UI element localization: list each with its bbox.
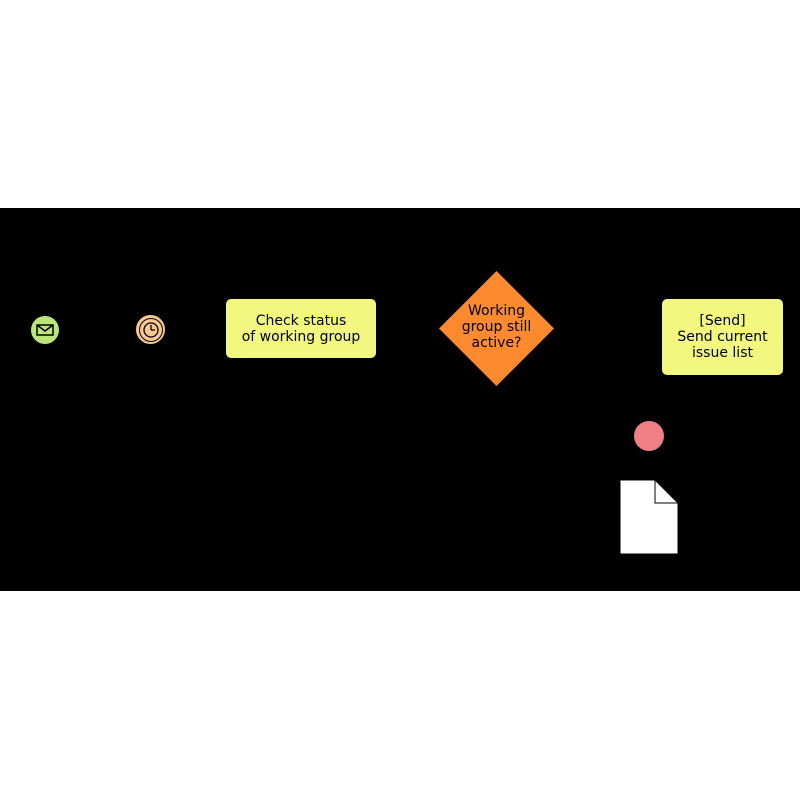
task-send-issue-list[interactable]: [Send] Send current issue list	[662, 299, 783, 375]
timer-event[interactable]	[135, 314, 166, 345]
clock-icon	[142, 321, 159, 338]
gateway-label-line-1: Working	[467, 303, 526, 319]
timer-inner-ring	[138, 317, 163, 342]
gateway-label-line-2: group still	[461, 319, 532, 335]
process-pool	[0, 208, 800, 591]
gateway-label: Working group still active?	[439, 303, 554, 351]
task-send-line-2: Send current	[677, 329, 768, 345]
gateway-label-line-3: active?	[471, 335, 522, 351]
task-check-status-line-2: of working group	[241, 328, 361, 345]
task-send-line-3: issue list	[692, 345, 753, 361]
end-event[interactable]	[634, 421, 664, 451]
document-icon[interactable]	[619, 479, 680, 555]
exclusive-gateway[interactable]	[439, 271, 554, 386]
task-send-line-1: [Send]	[699, 313, 746, 329]
message-start-event[interactable]	[30, 315, 60, 345]
envelope-icon	[36, 324, 54, 336]
task-check-status[interactable]: Check status of working group	[226, 299, 376, 358]
task-check-status-line-1: Check status	[255, 312, 347, 329]
